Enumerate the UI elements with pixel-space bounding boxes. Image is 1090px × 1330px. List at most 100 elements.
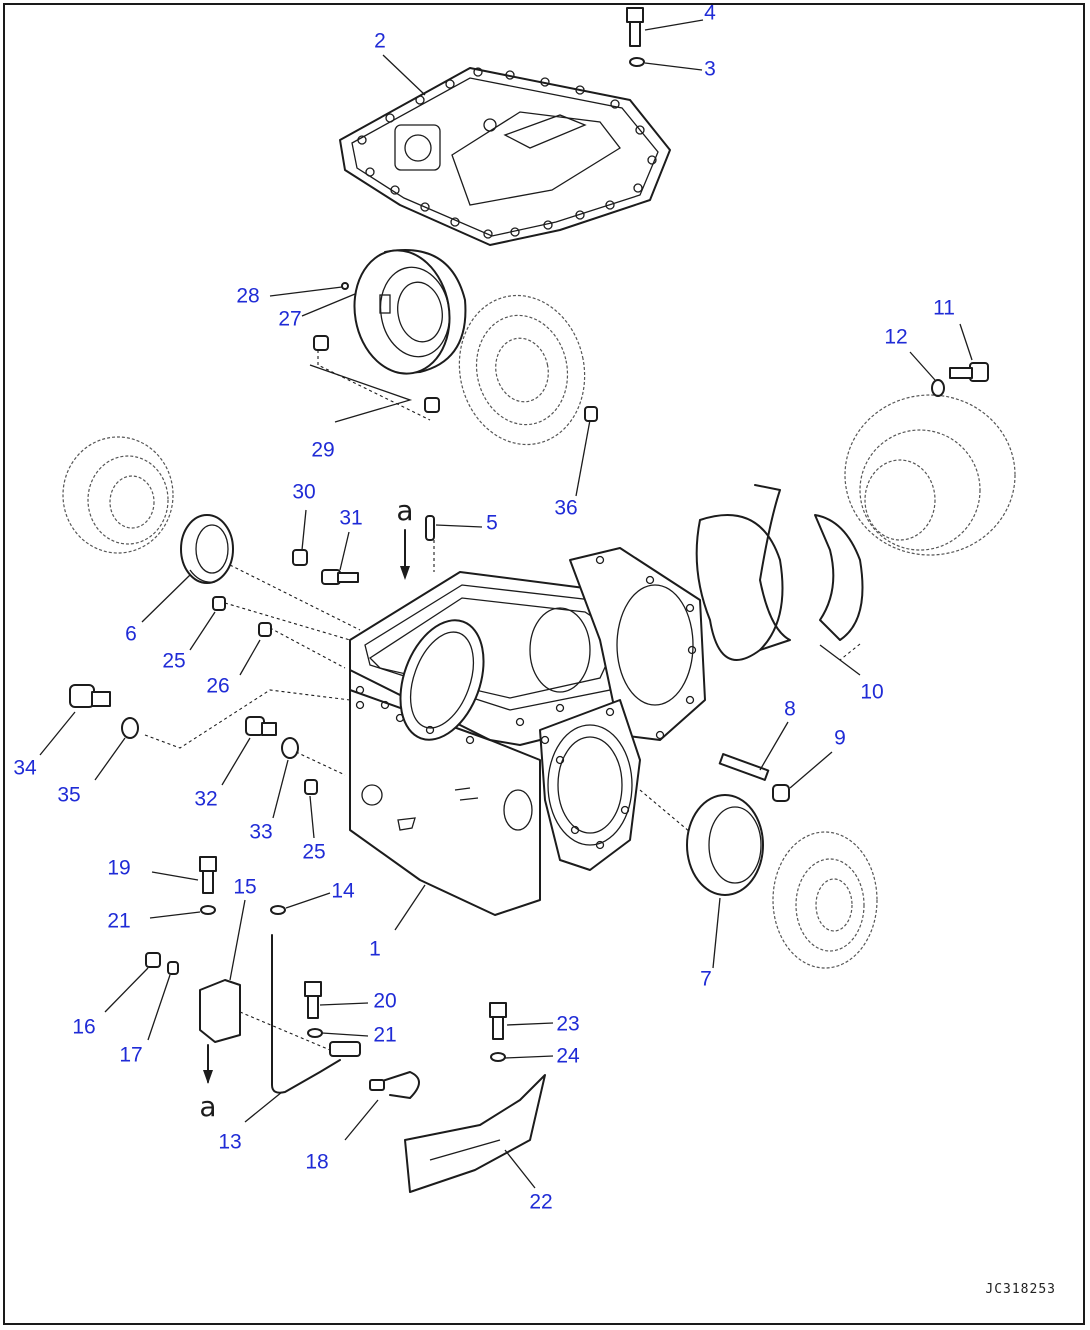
cover-bolt-hole	[357, 135, 367, 145]
callout-12: 12	[884, 326, 907, 349]
callout-labels: 2 4 3 28 27 29 36 11 12 5 30 31 6 25 26 …	[13, 2, 955, 1214]
case-bolt-hole	[655, 730, 665, 740]
cover-bolt-hole	[543, 220, 553, 230]
callout-2: 2	[374, 30, 386, 53]
case-bolt-hole	[685, 603, 695, 613]
nut-9	[772, 784, 790, 802]
plug-25-top	[212, 596, 226, 611]
reference-marker-bottom: a	[199, 1090, 216, 1123]
callout-29: 29	[311, 439, 334, 462]
bolt-19	[199, 856, 217, 894]
pin-5	[425, 515, 435, 541]
callout-9: 9	[834, 727, 846, 750]
reference-marker-top: a	[396, 494, 413, 527]
callout-26: 26	[206, 675, 229, 698]
case-bolt-hole	[395, 713, 405, 723]
washer-21-top	[200, 905, 216, 915]
cover-bolt-hole	[415, 95, 425, 105]
callout-1: 1	[369, 938, 381, 961]
oring-35	[121, 717, 139, 739]
washer-24	[490, 1052, 506, 1062]
cover-bolt-hole	[610, 99, 620, 109]
plug-32	[245, 716, 277, 736]
callout-24: 24	[556, 1045, 580, 1068]
case-bolt-hole	[595, 840, 605, 850]
reference-arrow-bottom: a	[199, 1044, 217, 1123]
bracket-15	[199, 979, 241, 1043]
case-bolt-hole	[355, 685, 365, 695]
callout-13: 13	[218, 1131, 241, 1154]
assembly-lines	[144, 350, 861, 1051]
bolt-pair-29	[313, 335, 440, 413]
nut-16	[145, 952, 161, 968]
washer-21-bottom	[307, 1028, 323, 1038]
plug-30	[292, 549, 308, 566]
case-bolt-hole	[620, 805, 630, 815]
callout-15: 15	[233, 876, 256, 899]
cover-bolt-hole	[575, 85, 585, 95]
cover-bolt-hole	[420, 202, 430, 212]
callout-30: 30	[292, 481, 315, 504]
pin-28	[341, 282, 349, 290]
ring-housing-27	[353, 249, 467, 375]
callout-21a: 21	[107, 910, 130, 933]
case-bolt-hole	[555, 703, 565, 713]
washer-3	[629, 57, 645, 67]
transmission-case-1	[349, 547, 706, 916]
case-bolt-hole	[540, 735, 550, 745]
cover-bolt-hole	[505, 70, 515, 80]
cover-bolt-hole	[540, 77, 550, 87]
case-bolt-hole	[685, 695, 695, 705]
callout-16: 16	[72, 1016, 95, 1039]
callout-25b: 25	[302, 841, 325, 864]
case-bolt-hole	[380, 700, 390, 710]
bolt-20	[304, 981, 322, 1019]
callout-17: 17	[119, 1044, 142, 1067]
callout-25a: 25	[162, 650, 185, 673]
cover-bolt-hole	[605, 200, 615, 210]
bolt-4	[626, 7, 644, 47]
callout-34: 34	[13, 757, 37, 780]
washer-12	[931, 379, 945, 397]
callout-28: 28	[236, 285, 259, 308]
ghost-drum-bottom	[772, 831, 878, 969]
ghost-flange-top	[458, 294, 586, 446]
callout-19: 19	[107, 857, 130, 880]
callout-21b: 21	[373, 1024, 396, 1047]
cover-bolt-hole	[510, 227, 520, 237]
callout-36: 36	[554, 497, 577, 520]
cover-bolt-hole	[575, 210, 585, 220]
case-bolt-hole	[355, 700, 365, 710]
callout-10: 10	[860, 681, 883, 704]
ghost-drum-right	[844, 394, 1016, 556]
cover-bolt-hole	[633, 183, 643, 193]
case-bolt-hole	[605, 707, 615, 717]
callout-18: 18	[305, 1151, 328, 1174]
top-cover	[339, 67, 671, 246]
callout-8: 8	[784, 698, 796, 721]
ghost-drum-left	[62, 436, 174, 554]
cover-bolt-hole	[647, 155, 657, 165]
stud-8	[718, 753, 770, 781]
cover-bolt-hole	[445, 79, 455, 89]
callout-27: 27	[278, 308, 301, 331]
bolt-31	[321, 569, 359, 585]
plug-25-bottom	[304, 779, 318, 795]
callout-6: 6	[125, 623, 137, 646]
callout-5: 5	[486, 512, 498, 535]
case-bolt-hole	[555, 755, 565, 765]
drawing-id: JC318253	[985, 1282, 1056, 1297]
hose-18	[369, 1071, 420, 1099]
oring-33	[281, 737, 299, 759]
reference-arrow-top: a	[396, 494, 414, 580]
cover-bolt-hole	[483, 229, 493, 239]
plug-26	[258, 622, 272, 637]
washer-17	[167, 961, 179, 975]
breather-34	[69, 684, 111, 708]
case-bolt-hole	[687, 645, 697, 655]
callout-14: 14	[331, 880, 355, 903]
case-bolt-hole	[595, 555, 605, 565]
diagram-frame	[3, 3, 1085, 1325]
